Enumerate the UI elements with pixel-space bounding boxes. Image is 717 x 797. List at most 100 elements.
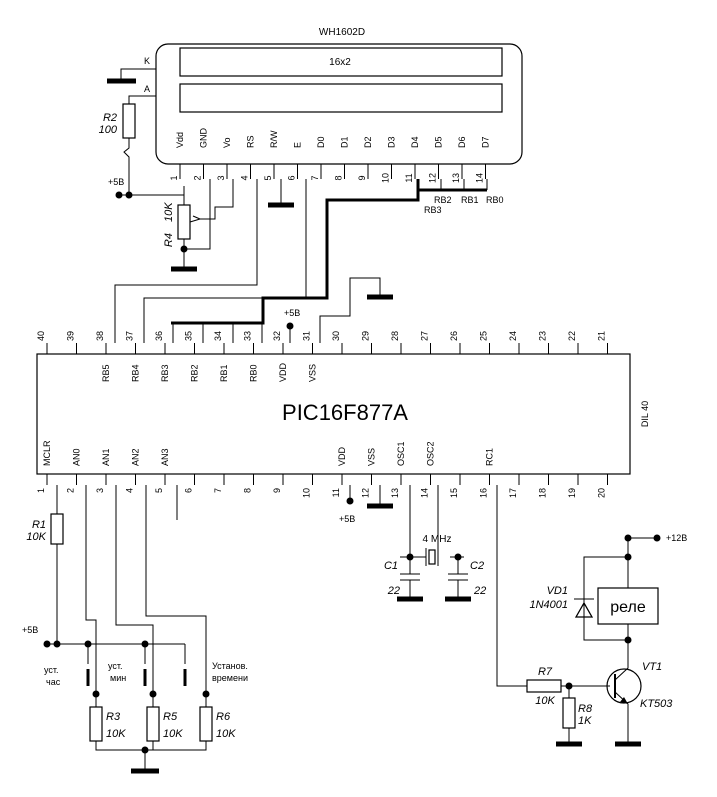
- mcu-pin-number: 16: [479, 488, 489, 498]
- lcd-pin-number: 7: [310, 175, 320, 180]
- r1-name: R1: [32, 519, 46, 531]
- r2-resistor: [122, 103, 136, 139]
- mcu-pin-bottom: 17: [508, 474, 520, 498]
- lcd-pin-label: D0: [316, 136, 326, 148]
- plus5v-label-vdd11: +5В: [339, 514, 355, 524]
- mcu-pin-bottom: 18: [538, 474, 549, 498]
- plus5v-node-vdd32: [286, 322, 294, 330]
- mcu-pin-number: 7: [213, 488, 223, 493]
- mcu-pin-top: 23: [538, 331, 549, 354]
- mcu-pin-top: 40: [36, 331, 48, 354]
- mcu-bottom-net: +5В: [176, 485, 393, 524]
- r8-value: 1K: [578, 715, 592, 727]
- mcu-pin-bottom: 6: [184, 474, 195, 493]
- lcd-pin-label: E: [293, 142, 303, 148]
- mcu-pin-label: RB4: [131, 364, 141, 382]
- lcd-pin: D18: [334, 136, 350, 180]
- r4-name: R4: [163, 233, 175, 247]
- mcu-pin-number: 30: [331, 331, 341, 341]
- lcd-pin-number: 11: [404, 173, 414, 182]
- mcu-pin-number: 15: [449, 488, 459, 498]
- lcd-pin-number: 9: [357, 175, 367, 180]
- mcu-pin-number: 20: [597, 488, 607, 498]
- lcd-pin-number: 3: [216, 175, 226, 180]
- mcu-pin-number: 4: [125, 488, 135, 493]
- mcu-pin-label: VSS: [308, 364, 318, 382]
- lcd-pin-label: Vdd: [175, 132, 185, 148]
- mcu-pin-number: 13: [390, 488, 400, 498]
- crystal: [428, 549, 436, 565]
- mcu-pin-label: RC1: [485, 448, 495, 466]
- lcd-k-label: K: [144, 56, 150, 66]
- lcd-pin-number: 5: [263, 175, 273, 180]
- mcu-pin-label: AN2: [131, 448, 141, 466]
- lcd-pin-number: 14: [475, 173, 485, 183]
- mcu-pin-number: 24: [508, 331, 518, 341]
- r7-name: R7: [538, 666, 553, 678]
- bus-label-rb2: RB2: [434, 195, 452, 205]
- mcu-pin-number: 17: [508, 488, 518, 498]
- lcd-pin-label: D3: [387, 136, 397, 148]
- r4-value: 10K: [163, 202, 175, 222]
- junction-12v: [624, 534, 632, 542]
- r8-resistor: [562, 697, 576, 729]
- lcd-pin-number: 6: [287, 175, 297, 180]
- lcd-pin-label: D7: [481, 136, 491, 148]
- mcu-pin-label: MCLR: [42, 440, 52, 466]
- button-min-line1: уст.: [108, 661, 123, 671]
- r5-value: 10K: [163, 728, 183, 740]
- lcd-pin-number: 10: [381, 173, 391, 183]
- mcu-pin-number: 12: [361, 488, 371, 498]
- r1-value: 10K: [26, 531, 46, 543]
- lcd-pin: D3 10: [381, 136, 397, 183]
- lcd-a-label: A: [144, 84, 150, 94]
- mcu-pin-number: 34: [213, 331, 223, 341]
- mcu-pin-number: 1: [36, 488, 46, 493]
- mcu-body: [36, 353, 631, 475]
- lcd-pin-label: RS: [246, 135, 256, 148]
- crystal-value: 4 MHz: [423, 534, 452, 545]
- mcu-pin-top: 28: [390, 331, 402, 354]
- mcu-pin-number: 18: [538, 488, 548, 498]
- r4-resistor: [177, 204, 191, 240]
- lcd-pin-label: D2: [363, 136, 373, 148]
- vt1-value: KT503: [640, 698, 673, 710]
- mcu-pin-number: 31: [302, 331, 312, 341]
- r7-value: 10K: [535, 695, 555, 707]
- lcd-backlight: K A R2 100: [99, 56, 156, 195]
- mcu-pin-label: RB2: [190, 364, 200, 382]
- bus-label-rb1: RB1: [461, 195, 479, 205]
- r3-value: 10K: [106, 728, 126, 740]
- r1-resistor: [50, 513, 64, 545]
- oscillator: 4 MHz C1 C2 22 22: [384, 485, 486, 602]
- vd1-diode: [574, 601, 594, 618]
- mcu-pin-number: 2: [66, 488, 76, 493]
- mcu-pin-number: 5: [154, 488, 164, 493]
- mcu-pin-bottom: 7: [213, 474, 225, 493]
- lcd-pin-label: D5: [434, 136, 444, 148]
- r6-name: R6: [216, 711, 231, 723]
- mcu-pin-number: 39: [66, 331, 76, 341]
- mcu-pin-number: 11: [331, 488, 341, 497]
- mcu-pin-bottom: 4 AN2: [125, 448, 141, 493]
- mcu-pin-label: RB3: [160, 364, 170, 382]
- r2-value: 100: [99, 124, 118, 136]
- mcu-pin-number: 19: [567, 488, 577, 498]
- lcd-pin: D7 14: [475, 136, 491, 183]
- r6-resistor: [199, 706, 213, 742]
- mcu-pin-top: 21: [597, 331, 608, 354]
- mcu-pin-bottom: 9: [272, 474, 284, 493]
- mcu-pin-label: RB0: [249, 364, 259, 382]
- c1-name: C1: [384, 560, 398, 572]
